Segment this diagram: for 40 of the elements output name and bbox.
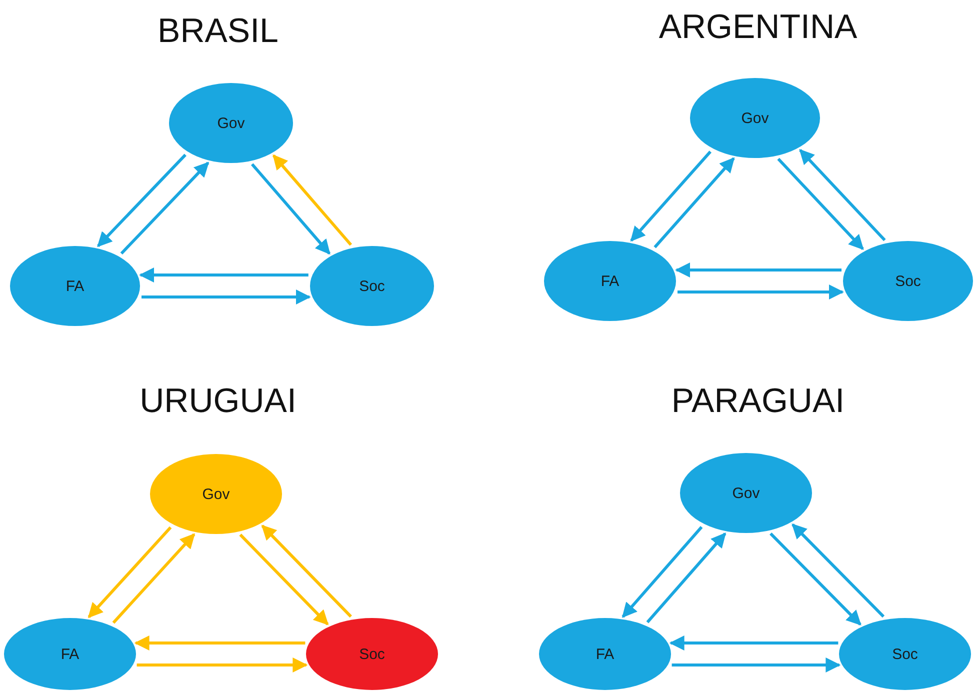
- arrow: [97, 154, 186, 248]
- arrow: [770, 532, 862, 626]
- arrow: [799, 149, 886, 242]
- arrow: [239, 534, 329, 626]
- arrow: [675, 262, 842, 278]
- node-label: Gov: [217, 114, 245, 132]
- node-label: FA: [600, 272, 620, 290]
- arrow: [139, 268, 308, 282]
- arrow: [678, 284, 844, 300]
- arrow: [792, 524, 885, 618]
- node-label: FA: [596, 646, 614, 662]
- panel-title: URUGUAI: [140, 382, 296, 421]
- node-label: Gov: [732, 484, 760, 502]
- arrow: [136, 658, 308, 672]
- arrow: [88, 526, 172, 618]
- panel-title: BRASIL: [158, 12, 278, 51]
- arrow: [622, 526, 703, 618]
- arrow: [250, 163, 331, 255]
- arrow: [630, 150, 712, 242]
- arrow: [777, 158, 864, 250]
- node-label: FA: [66, 278, 84, 294]
- arrow: [134, 636, 306, 650]
- arrow: [261, 524, 352, 618]
- arrow: [112, 533, 196, 624]
- node-label: Soc: [359, 646, 385, 662]
- arrow: [654, 157, 735, 248]
- panel-title: ARGENTINA: [658, 8, 858, 47]
- node-label: Soc: [892, 646, 918, 662]
- panel-title: PARAGUAI: [671, 382, 845, 421]
- arrow: [272, 154, 352, 246]
- arrow: [669, 636, 838, 650]
- arrow: [672, 658, 841, 672]
- node-label: Gov: [741, 110, 769, 126]
- node-label: Soc: [359, 278, 385, 294]
- arrow: [142, 290, 311, 304]
- arrow: [120, 162, 210, 255]
- arrow: [646, 532, 726, 624]
- node-label: Soc: [895, 272, 921, 290]
- node-label: FA: [60, 646, 80, 662]
- node-label: Gov: [202, 486, 230, 502]
